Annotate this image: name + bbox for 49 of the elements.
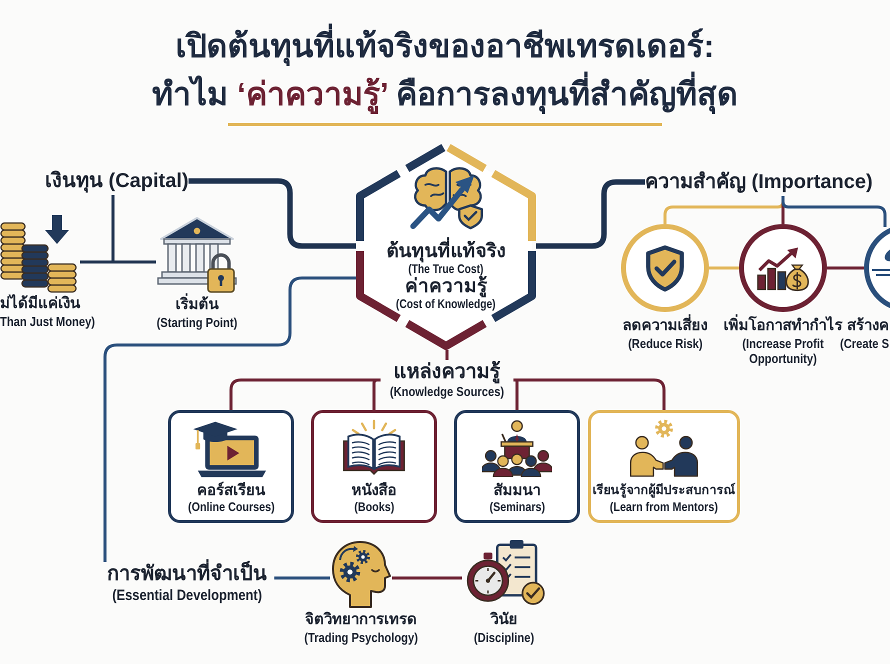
node-sublabel: (Reduce Risk) (628, 336, 702, 351)
title: เปิดต้นทุนที่แท้จริงของอาชีพเทรดเดอร์: ทำไม ‘ค่าความรู้’ คือการลงทุนที่สำคัญที่สุด (142, 22, 748, 118)
card-title: หนังสือ (352, 481, 396, 500)
node-sublabel: Than Just Money) (0, 314, 96, 329)
node-label: ม่ได้มีแค่เงิน (0, 294, 80, 314)
subheading: (Essential Development) (112, 586, 262, 605)
node-label: เพิ่มโอกาสทำกำไร (724, 316, 842, 336)
connector (513, 378, 518, 410)
node-sublabel: (Increase Profit Opportunity) (741, 336, 825, 366)
card-subtitle: (Online Courses) (188, 500, 274, 515)
connector (112, 195, 156, 264)
card-title: เรียนรู้จากผู้มีประสบการณ์ (592, 482, 736, 500)
card (588, 410, 740, 523)
node-sublabel: (Trading Psychology) (304, 630, 418, 645)
node-sublabel: (Create S (840, 336, 889, 351)
bank-lock-icon (156, 214, 238, 294)
card-title: คอร์สเรียน (197, 481, 265, 500)
connector (104, 276, 356, 562)
node-label: วินัย (490, 610, 518, 630)
card-subtitle: (Books) (354, 500, 394, 515)
node-label: สร้างค (847, 316, 889, 336)
center-title: ค่าความรู้ (405, 276, 487, 297)
node-label: ลดความเสี่ยง (622, 316, 708, 336)
heading: ความสำคัญ (Importance) (645, 170, 873, 195)
center-subtitle: (The True Cost) (408, 262, 484, 276)
connector (513, 378, 666, 410)
connector (827, 266, 864, 270)
connector (392, 576, 462, 580)
node-sublabel: (Discipline) (474, 630, 534, 645)
center-subtitle: (Cost of Knowledge) (396, 297, 496, 311)
connector (188, 178, 356, 249)
card-subtitle: (Seminars) (489, 500, 545, 515)
subheading: (Knowledge Sources) (390, 384, 504, 400)
connector (372, 378, 381, 410)
card (454, 410, 580, 523)
node-sublabel: (Starting Point) (156, 315, 238, 330)
head-gears-icon (330, 540, 392, 608)
card (168, 410, 294, 523)
connector (709, 266, 739, 270)
card-subtitle: (Learn from Mentors) (610, 500, 718, 515)
connector (274, 576, 330, 580)
card (311, 410, 437, 523)
heading: เงินทุน (Capital) (45, 169, 189, 195)
node-label: จิตวิทยาการเทรด (305, 610, 417, 630)
card-title: สัมมนา (494, 481, 540, 500)
connector (536, 179, 645, 249)
node-label: เริ่มต้น (176, 295, 218, 315)
connector (446, 350, 448, 360)
heading: แหล่งความรู้ (394, 360, 500, 384)
